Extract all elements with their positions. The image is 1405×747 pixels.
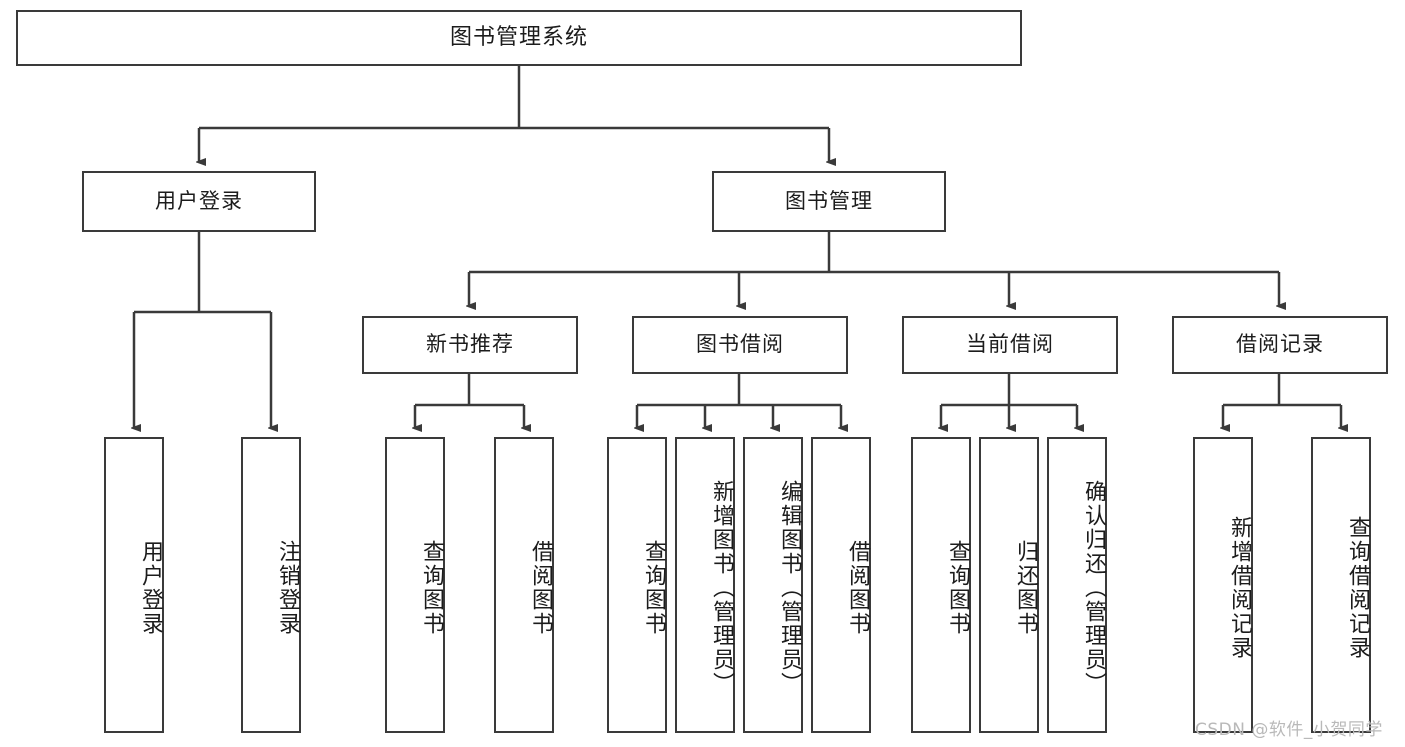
- leaf-bb-add-book[interactable]: 新增图书（管理员）: [675, 437, 735, 733]
- node-new-book-recommend-label: 新书推荐: [426, 332, 514, 357]
- leaf-cb-confirm-return[interactable]: 确认归还（管理员）: [1047, 437, 1107, 733]
- node-current-borrow[interactable]: 当前借阅: [902, 316, 1118, 374]
- node-book-manage[interactable]: 图书管理: [712, 171, 946, 232]
- leaf-nb-borrow-book[interactable]: 借阅图书: [494, 437, 554, 733]
- node-root[interactable]: 图书管理系统: [16, 10, 1022, 66]
- leaf-cb-query-book-label: 查询图书: [945, 540, 970, 636]
- leaf-bb-query-book-label: 查询图书: [641, 540, 666, 636]
- node-user-login[interactable]: 用户登录: [82, 171, 316, 232]
- leaf-user-login-label: 用户登录: [138, 540, 163, 636]
- leaf-logout[interactable]: 注销登录: [241, 437, 301, 733]
- node-book-manage-label: 图书管理: [785, 188, 873, 213]
- node-book-borrow[interactable]: 图书借阅: [632, 316, 848, 374]
- leaf-bb-edit-book-label: 编辑图书（管理员）: [777, 480, 802, 696]
- leaf-bb-query-book[interactable]: 查询图书: [607, 437, 667, 733]
- leaf-bb-edit-book[interactable]: 编辑图书（管理员）: [743, 437, 803, 733]
- leaf-br-add-record[interactable]: 新增借阅记录: [1193, 437, 1253, 733]
- node-current-borrow-label: 当前借阅: [966, 332, 1054, 357]
- leaf-cb-query-book[interactable]: 查询图书: [911, 437, 971, 733]
- node-borrow-record-label: 借阅记录: [1236, 332, 1324, 357]
- leaf-nb-borrow-book-label: 借阅图书: [528, 540, 553, 636]
- leaf-bb-borrow-book-label: 借阅图书: [845, 540, 870, 636]
- leaf-nb-query-book[interactable]: 查询图书: [385, 437, 445, 733]
- leaf-cb-return-book-label: 归还图书: [1013, 540, 1038, 636]
- node-root-label: 图书管理系统: [449, 24, 588, 50]
- leaf-br-query-record[interactable]: 查询借阅记录: [1311, 437, 1371, 733]
- leaf-bb-borrow-book[interactable]: 借阅图书: [811, 437, 871, 733]
- node-user-login-label: 用户登录: [155, 188, 243, 213]
- node-new-book-recommend[interactable]: 新书推荐: [362, 316, 578, 374]
- node-borrow-record[interactable]: 借阅记录: [1172, 316, 1388, 374]
- leaf-br-add-record-label: 新增借阅记录: [1227, 516, 1252, 660]
- node-book-borrow-label: 图书借阅: [696, 332, 784, 357]
- leaf-logout-label: 注销登录: [275, 540, 300, 636]
- leaf-bb-add-book-label: 新增图书（管理员）: [709, 480, 734, 696]
- leaf-cb-return-book[interactable]: 归还图书: [979, 437, 1039, 733]
- leaf-cb-confirm-return-label: 确认归还（管理员）: [1081, 480, 1106, 696]
- leaf-br-query-record-label: 查询借阅记录: [1345, 516, 1370, 660]
- leaf-nb-query-book-label: 查询图书: [419, 540, 444, 636]
- leaf-user-login[interactable]: 用户登录: [104, 437, 164, 733]
- watermark: CSDN @软件_小贺同学: [1195, 720, 1383, 740]
